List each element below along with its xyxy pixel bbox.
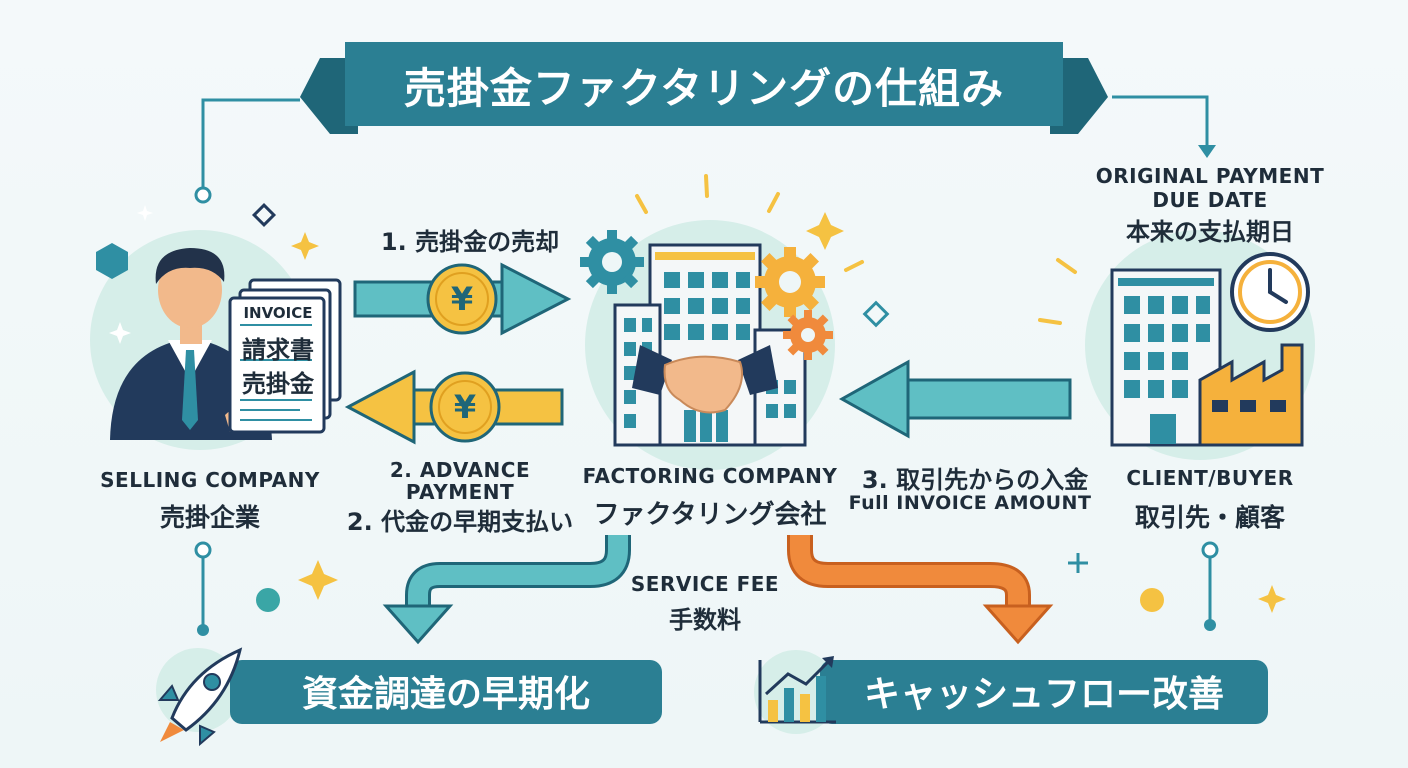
due-date-label-en: DUE DATE	[1152, 188, 1268, 212]
benefit-pill-bg	[820, 660, 1268, 724]
advance-flow-label-jp: 2. 代金の早期支払い	[346, 508, 574, 536]
rocket-icon	[157, 647, 243, 747]
benefit-cashflow: キャッシュフロー改善	[863, 674, 1224, 715]
advance-flow-label-en: PAYMENT	[405, 480, 515, 504]
connector-lines	[201, 95, 1212, 625]
growth-chart-icon	[758, 656, 836, 724]
advance-flow-label-en: 2. ADVANCE	[389, 458, 531, 482]
handshake-illustration	[632, 345, 778, 414]
fee-curve-arrow	[787, 535, 1054, 645]
invoice-label: INVOICE	[243, 304, 313, 322]
clock-icon	[1230, 252, 1310, 332]
due-date-label-jp: 本来の支払期日	[1126, 218, 1294, 246]
due-date-label-en: ORIGINAL PAYMENT	[1095, 164, 1325, 188]
connector-end-dot	[197, 624, 209, 636]
coin-icons	[426, 263, 501, 443]
client-label-jp: 取引先・顧客	[1134, 503, 1285, 532]
factoring-company-label-en: FACTORING COMPANY	[582, 464, 838, 488]
decorations	[96, 174, 1286, 613]
collection-flow-label-jp: 3. 取引先からの入金	[861, 466, 1089, 494]
title-banner	[300, 42, 1108, 134]
invoice-document	[228, 278, 342, 434]
selling-company-label-en: SELLING COMPANY	[100, 468, 320, 492]
collection-flow-label-en: Full INVOICE AMOUNT	[848, 492, 1092, 514]
fee-flow-label-en: SERVICE FEE	[630, 572, 780, 596]
page-title: 売掛金ファクタリングの仕組み	[403, 63, 1005, 113]
gear-icons	[580, 230, 833, 360]
factoring-company-label-jp: ファクタリング会社	[593, 500, 827, 530]
yen-symbol: ¥	[450, 280, 474, 318]
selling-company-label-jp: 売掛企業	[159, 503, 260, 532]
factoring-building	[613, 243, 807, 447]
benefit-pill-bg	[230, 660, 662, 724]
connector-dots	[194, 186, 1219, 559]
due-date-arrowhead	[1198, 145, 1216, 158]
fee-flow-label-jp: 手数料	[669, 606, 741, 634]
benefit-funding: 資金調達の早期化	[301, 674, 590, 715]
sale-flow-label: 1. 売掛金の売却	[380, 228, 560, 256]
client-label-en: CLIENT/BUYER	[1126, 466, 1294, 490]
funding-curve-arrow	[382, 535, 631, 645]
collection-arrow	[838, 359, 1072, 439]
factory-illustration	[1198, 343, 1304, 447]
yen-symbol: ¥	[453, 388, 477, 426]
connector-end-dot	[1204, 619, 1216, 631]
receivable-label: 売掛金	[242, 370, 314, 398]
invoice-jp-label: 請求書	[242, 336, 314, 364]
